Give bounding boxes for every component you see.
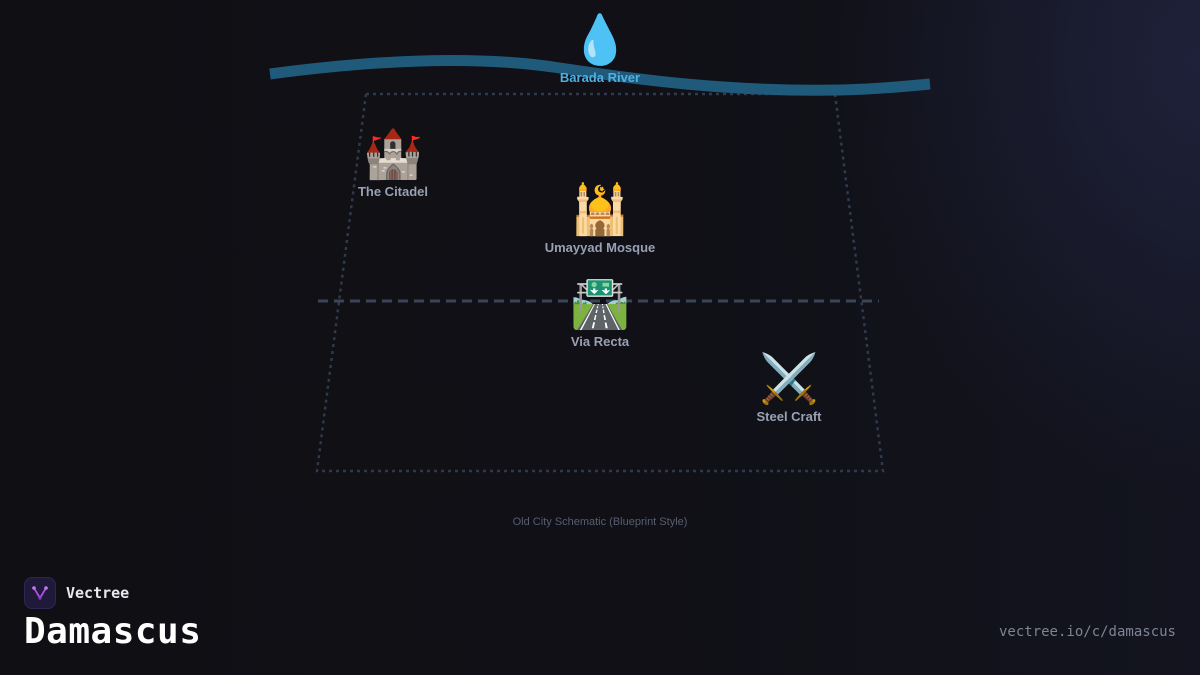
page-title: Damascus [24, 611, 202, 652]
mosque-icon: 🕌 [570, 182, 630, 238]
brand-name: Vectree [66, 584, 130, 602]
landmark-the-citadel: 🏰 The Citadel [358, 126, 428, 199]
landmark-label-barada-river: Barada River [559, 70, 641, 85]
crossed-swords-icon: ⚔️ [759, 351, 819, 407]
vectree-logo-icon [24, 577, 56, 609]
landmark-label-umayyad-mosque: Umayyad Mosque [544, 240, 656, 255]
barada-river-line [269, 55, 931, 96]
castle-icon: 🏰 [363, 126, 423, 182]
droplet-icon: 💧 [570, 12, 630, 68]
landmark-via-recta: 🛣️ Via Recta [570, 276, 630, 349]
landmark-label-via-recta: Via Recta [570, 334, 630, 349]
landmark-umayyad-mosque: 🕌 Umayyad Mosque [545, 182, 656, 255]
landmark-steel-craft: ⚔️ Steel Craft [756, 351, 821, 424]
city-wall-outline [315, 92, 885, 473]
landmark-label-steel-craft: Steel Craft [756, 409, 822, 424]
landmark-barada-river: 💧 Barada River [560, 12, 640, 85]
landmark-label-the-citadel: The Citadel [357, 184, 429, 199]
brand-header[interactable]: Vectree [24, 577, 129, 609]
page-url-link[interactable]: vectree.io/c/damascus [998, 624, 1176, 640]
map-caption: Old City Schematic (Blueprint Style) [512, 516, 688, 528]
motorway-icon: 🛣️ [570, 276, 630, 332]
